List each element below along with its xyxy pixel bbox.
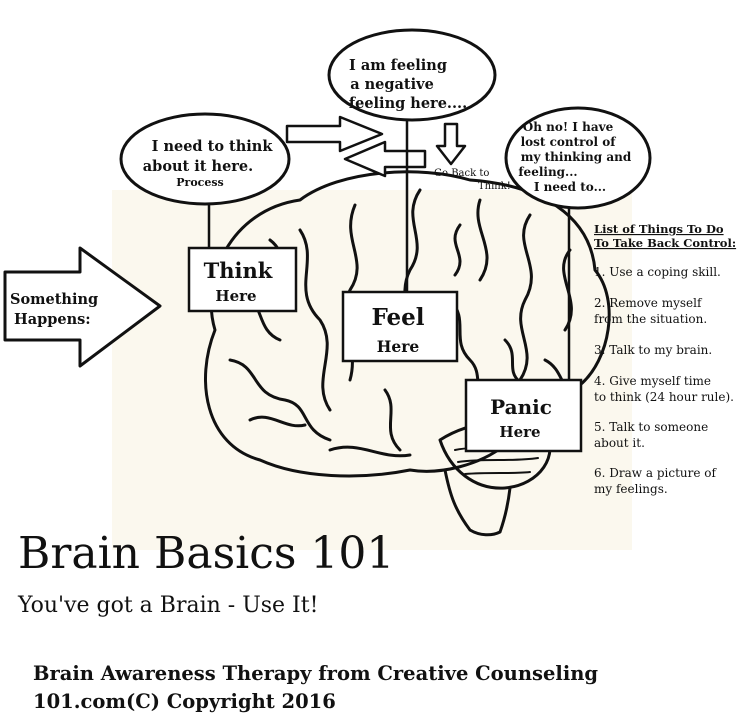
footer-line2: 101.com(C) Copyright 2016 <box>33 690 336 713</box>
panic-bubble-line2: lost control of <box>521 135 617 149</box>
panic-box-title: Panic <box>490 395 552 419</box>
think-bubble-line2: about it here. <box>143 158 253 175</box>
something-happens-line2: Happens: <box>14 311 91 328</box>
feel-bubble-line3: feeling here.... <box>349 95 467 112</box>
list-item-3: 3. Talk to my brain. <box>594 343 712 357</box>
feel-box-title: Feel <box>371 304 424 331</box>
feel-bubble-line1: I am feeling <box>349 57 447 74</box>
list-heading-1: List of Things To Do <box>594 222 724 236</box>
arrow-left-icon <box>343 140 427 178</box>
panic-bubble <box>504 106 652 210</box>
page-title: Brain Basics 101 <box>18 528 394 579</box>
feel-box-subtitle: Here <box>377 337 420 356</box>
feel-bubble-line2: a negative <box>350 76 434 93</box>
think-box-subtitle: Here <box>215 287 256 305</box>
panic-box-subtitle: Here <box>499 423 540 441</box>
panic-bubble-line1: Oh no! I have <box>523 120 614 134</box>
arrow-down-icon <box>435 122 467 166</box>
think-bubble <box>119 112 291 206</box>
think-box <box>187 246 298 313</box>
panic-bubble-line5: I need to... <box>534 180 606 194</box>
something-happens-line1: Something <box>10 291 98 308</box>
list-item-1: 1. Use a coping skill. <box>594 265 721 279</box>
list-item-2-line2: from the situation. <box>594 312 707 326</box>
list-item-6-line1: 6. Draw a picture of <box>594 466 717 480</box>
list-heading-2: To Take Back Control: <box>594 236 736 250</box>
list-item-4-line1: 4. Give myself time <box>594 374 711 388</box>
think-bubble-process: Process <box>176 176 224 189</box>
arrow-right-icon <box>285 115 384 153</box>
panic-bubble-line4: feeling... <box>518 165 577 179</box>
background-tint <box>112 190 632 550</box>
panic-box <box>464 378 583 453</box>
feel-bubble <box>327 28 497 122</box>
connector-lines <box>207 118 571 380</box>
think-box-title: Think <box>204 258 273 283</box>
list-item-6-line2: my feelings. <box>594 482 668 496</box>
list-item-5-line2: about it. <box>594 436 645 450</box>
feel-box <box>341 290 459 363</box>
something-happens-arrow <box>3 246 162 368</box>
page-subtitle: You've got a Brain - Use It! <box>17 593 318 618</box>
think-bubble-line1: I need to think <box>152 138 274 155</box>
footer-line1: Brain Awareness Therapy from Creative Co… <box>33 662 598 685</box>
list-item-5-line1: 5. Talk to someone <box>594 420 708 434</box>
list-item-2-line1: 2. Remove myself <box>594 296 703 310</box>
list-item-4-line2: to think (24 hour rule). <box>594 390 734 404</box>
go-back-line2: Think! <box>478 181 511 192</box>
panic-bubble-line3: my thinking and <box>521 150 632 164</box>
go-back-line1: Go Back to <box>434 168 489 179</box>
